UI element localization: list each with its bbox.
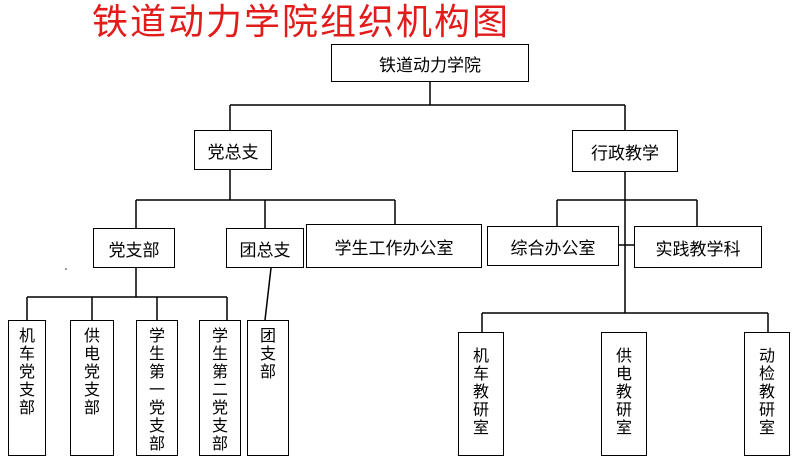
node-practice-dept: 实践教学科 <box>634 226 762 268</box>
node-student-branch-1-label: 学生第一党支部 <box>148 326 165 453</box>
node-student-branch-2-label: 学生第二党支部 <box>211 326 228 453</box>
node-inspection-office-label: 动检教研室 <box>758 346 775 437</box>
node-inspection-office: 动检教研室 <box>744 332 790 456</box>
node-root: 铁道动力学院 <box>331 44 529 82</box>
node-power-office-label: 供电教研室 <box>615 346 632 437</box>
node-student-office: 学生工作办公室 <box>306 224 482 268</box>
node-locomotive-office: 机车教研室 <box>458 332 504 456</box>
chart-title: 铁道动力学院组织机构图 <box>92 2 511 43</box>
node-locomotive-office-label: 机车教研室 <box>472 346 489 437</box>
stray-dot <box>65 268 67 270</box>
node-party-branch: 党支部 <box>93 228 175 268</box>
node-league-branch: 团支部 <box>247 320 289 456</box>
node-party: 党总支 <box>194 130 272 170</box>
node-power-branch-label: 供电党支部 <box>83 326 100 417</box>
node-general-office: 综合办公室 <box>487 226 619 266</box>
node-league: 团总支 <box>226 228 304 268</box>
node-student-branch-2: 学生第二党支部 <box>199 320 241 456</box>
node-locomotive-branch-label: 机车党支部 <box>18 326 35 417</box>
node-student-branch-1: 学生第一党支部 <box>136 320 178 456</box>
node-power-branch: 供电党支部 <box>70 320 114 456</box>
node-locomotive-branch: 机车党支部 <box>8 320 46 456</box>
node-power-office: 供电教研室 <box>601 332 647 456</box>
node-admin: 行政教学 <box>572 130 678 172</box>
node-league-branch-label: 团支部 <box>259 326 276 381</box>
